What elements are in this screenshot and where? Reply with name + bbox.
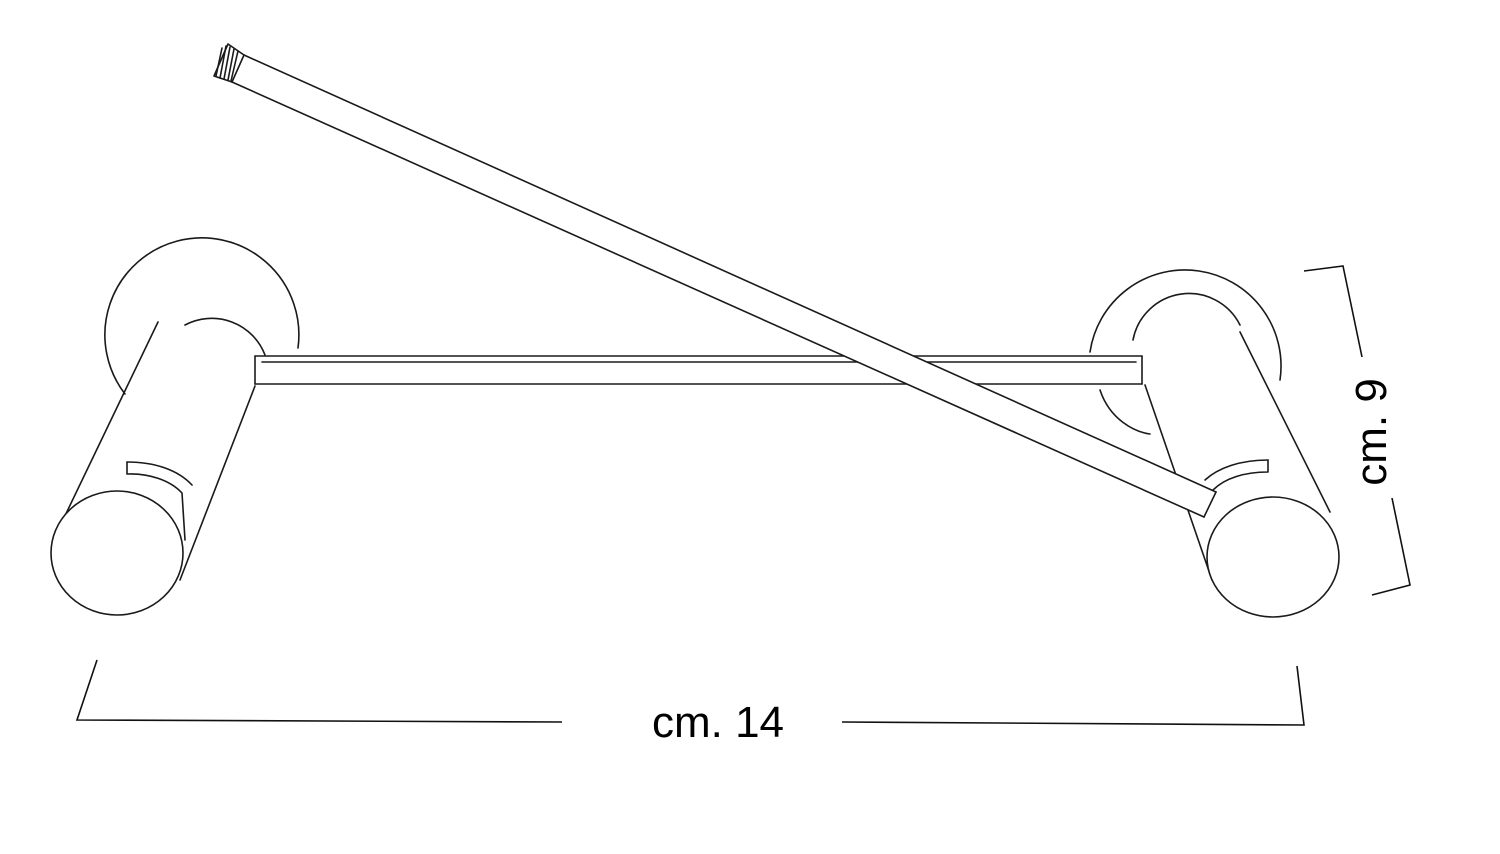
height-label: cm. 9 bbox=[1347, 378, 1396, 486]
rod-end-cap bbox=[213, 43, 245, 83]
right-end-cap bbox=[1206, 496, 1340, 618]
swing-arm-rod bbox=[213, 43, 1217, 518]
height-dimension: cm. 9 bbox=[1303, 265, 1411, 596]
right-wall-mount bbox=[1089, 269, 1340, 618]
left-wall-mount bbox=[50, 237, 300, 616]
width-label: cm. 14 bbox=[652, 698, 784, 747]
horizontal-bar bbox=[254, 355, 1143, 385]
left-end-cap bbox=[50, 490, 184, 616]
width-dimension: cm. 14 bbox=[75, 659, 1305, 747]
